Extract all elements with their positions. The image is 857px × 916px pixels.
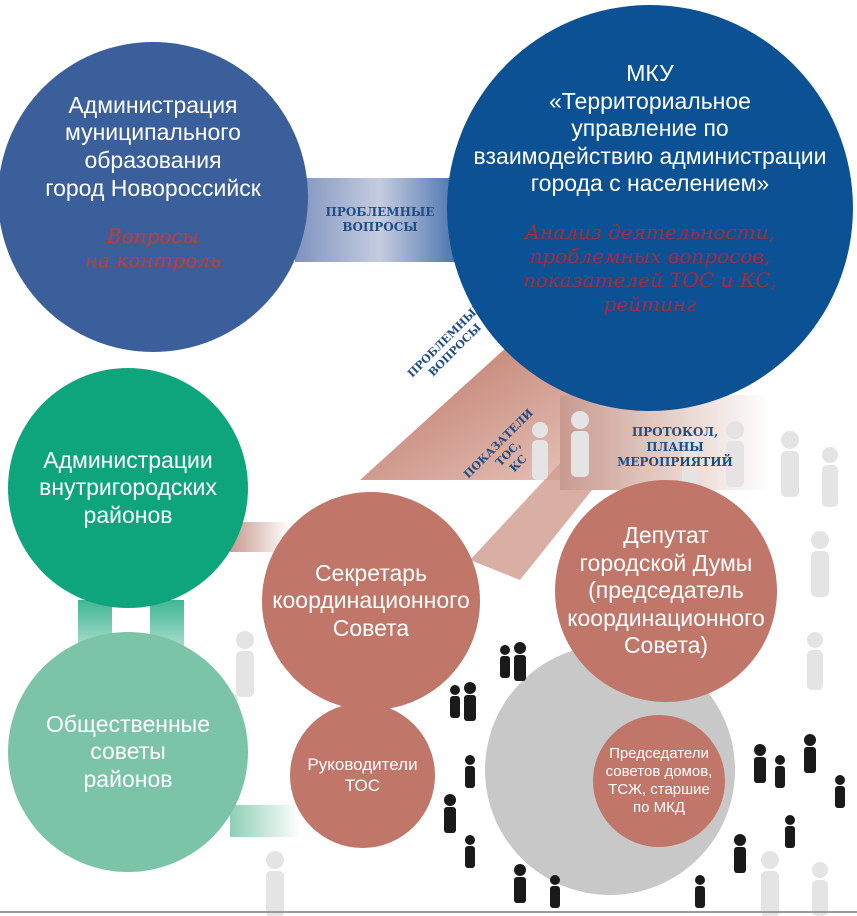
node-deputy: Депутат городской Думы (председатель коо… [555,480,777,702]
node-mku: МКУ «Территориальное управление по взаим… [447,5,853,411]
crowd-silhouettes [222,411,845,916]
connector-obsh-tos [230,805,300,837]
node-district-admin: Администрации внутригородских районов [8,368,248,608]
node-admin-city-title: Администрация муниципального образования… [45,91,261,201]
node-public-councils: Общественные советы районов [8,632,248,872]
edge-label-problems-top: ПРОБЛЕМНЫЕ ВОПРОСЫ [325,205,435,234]
node-mku-note: Анализ деятельности, проблемных вопросов… [522,219,777,316]
node-tos-heads: Руководители ТОС [290,703,435,848]
edge-label-protocol: ПРОТОКОЛ, ПЛАНЫ МЕРОПРИЯТИЙ [617,425,733,469]
node-deputy-title: Депутат городской Думы (председатель коо… [567,522,765,659]
node-public-councils-title: Общественные советы районов [45,710,211,792]
node-house-chairs-title: Председатели советов домов, ТСЖ, старшие… [605,745,713,816]
connector-top [295,178,465,262]
node-admin-city: Администрация муниципального образования… [0,42,308,352]
node-secretary: Секретарь координационного Совета [262,492,480,710]
node-admin-city-note: Вопросы на контроль [84,224,222,273]
node-mku-title: МКУ «Территориальное управление по взаим… [473,60,827,197]
node-district-admin-title: Администрации внутригородских районов [39,446,217,528]
node-tos-heads-title: Руководители ТОС [307,755,418,795]
node-house-chairs: Председатели советов домов, ТСЖ, старшие… [593,715,725,847]
node-secretary-title: Секретарь координационного Совета [272,559,470,641]
